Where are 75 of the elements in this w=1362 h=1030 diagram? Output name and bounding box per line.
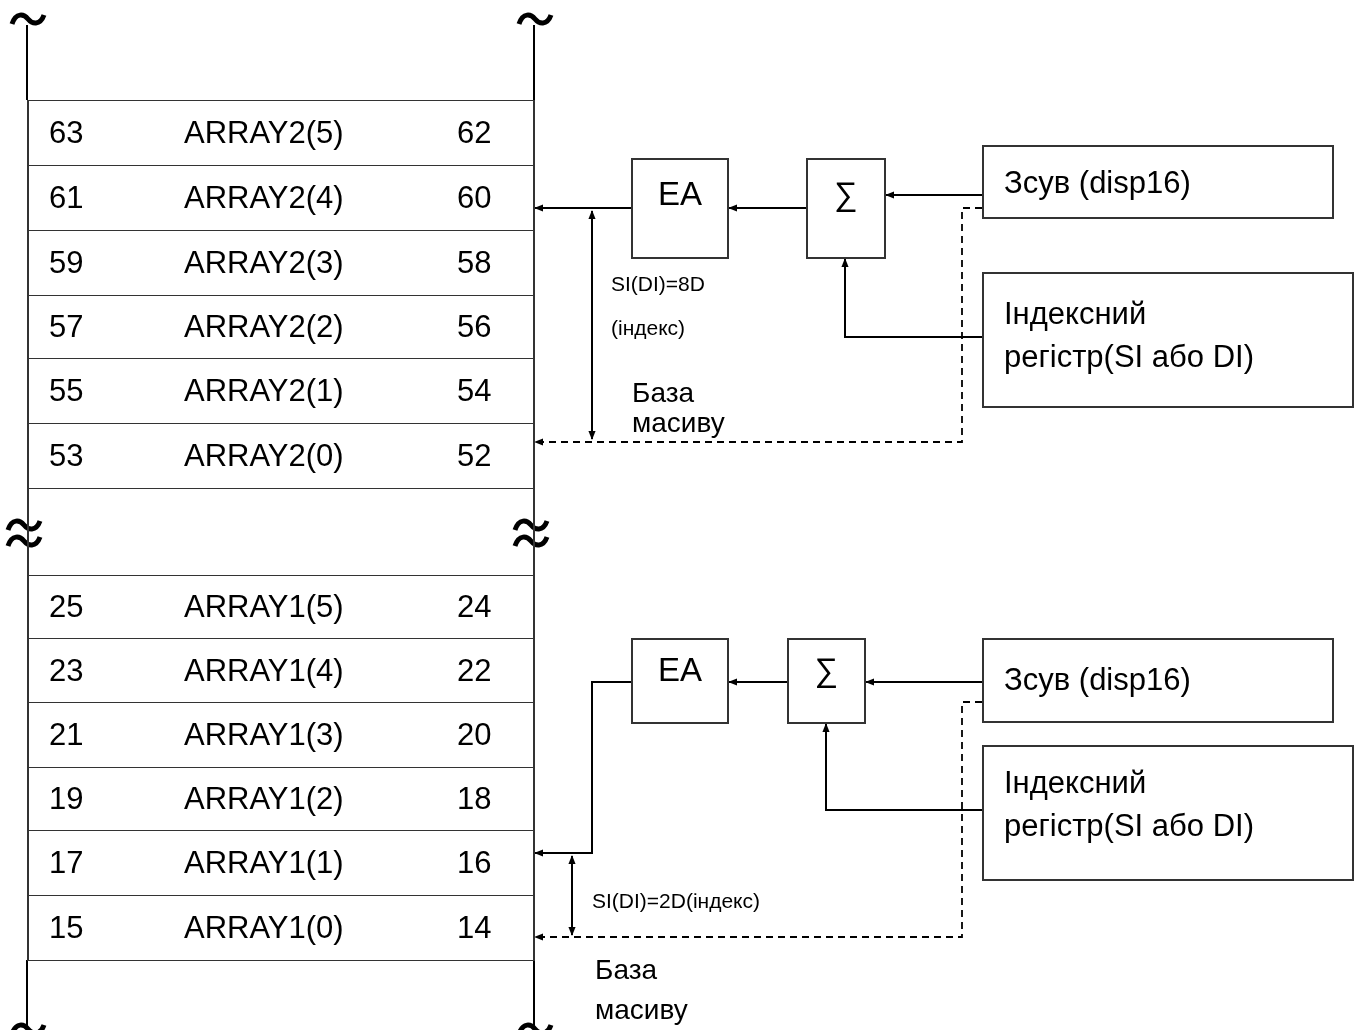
array-element-label: ARRAY1(1) — [184, 845, 344, 881]
block-label: EA — [657, 174, 703, 214]
address-number: 62 — [457, 115, 492, 151]
arrow — [841, 258, 983, 338]
memory-cell-row — [27, 575, 535, 639]
memory-cell-row — [27, 295, 535, 359]
address-number: 16 — [457, 845, 492, 881]
address-box — [631, 158, 729, 259]
block-label: EA — [657, 650, 703, 690]
register-label: Зсув (disp16) — [1004, 661, 1192, 699]
memory-cell-box — [27, 488, 535, 576]
address-number: 23 — [49, 653, 84, 688]
arrow — [728, 204, 807, 212]
memory-cell-row — [27, 423, 535, 489]
arrow — [534, 204, 632, 212]
address-number: 19 — [49, 781, 84, 817]
adder-box — [806, 158, 886, 259]
memory-cell-row — [27, 100, 535, 166]
dashed-arrow — [534, 207, 983, 446]
address-number: 52 — [457, 438, 492, 474]
address-number: 17 — [49, 845, 84, 881]
memory-cell-row — [27, 702, 535, 768]
memory-cell-row — [27, 895, 535, 961]
array-element-label: ARRAY1(4) — [184, 653, 344, 688]
address-number: 55 — [49, 373, 84, 409]
address-number: 22 — [457, 653, 492, 688]
array-element-label: ARRAY1(3) — [184, 717, 344, 753]
dashed-arrow — [534, 701, 983, 941]
arrow — [728, 678, 788, 686]
arrow — [822, 723, 983, 811]
address-number: 59 — [49, 245, 84, 281]
adder-box — [787, 638, 866, 724]
register-label: Індексний регістр(SI або DI) — [1004, 764, 1255, 845]
arrow — [885, 191, 983, 199]
register-label: Індексний регістр(SI або DI) — [1004, 295, 1255, 376]
arrow — [534, 681, 632, 857]
address-number: 14 — [457, 910, 492, 946]
array-element-label: ARRAY2(5) — [184, 115, 344, 151]
memory-cell-row — [27, 165, 535, 231]
block-label: ∑ — [813, 650, 840, 690]
address-number: 53 — [49, 438, 84, 474]
address-number: 54 — [457, 373, 492, 409]
memory-cell-row — [27, 767, 535, 831]
address-number: 18 — [457, 781, 492, 817]
address-number: 21 — [49, 717, 84, 753]
address-number: 58 — [457, 245, 492, 281]
address-number: 57 — [49, 309, 84, 345]
address-number: 63 — [49, 115, 84, 151]
register-label: Зсув (disp16) — [1004, 164, 1192, 202]
array-element-label: ARRAY1(2) — [184, 781, 344, 817]
address-box — [631, 638, 729, 724]
address-number: 60 — [457, 180, 492, 216]
array-element-label: ARRAY2(4) — [184, 180, 344, 216]
arrow — [865, 678, 983, 686]
memory-cell-row — [27, 358, 535, 424]
address-number: 24 — [457, 589, 492, 625]
memory-cell-row — [27, 830, 535, 896]
array-element-label: ARRAY2(2) — [184, 309, 344, 345]
memory-cell-row — [27, 638, 535, 703]
register-box — [982, 145, 1334, 219]
block-label: ∑ — [833, 174, 859, 214]
array-element-label: ARRAY2(1) — [184, 373, 344, 409]
register-box — [982, 745, 1354, 881]
array-element-label: ARRAY1(5) — [184, 589, 344, 625]
array-element-label: ARRAY2(0) — [184, 438, 344, 474]
memory-cell-row — [27, 230, 535, 296]
register-box — [982, 638, 1334, 723]
register-box — [982, 272, 1354, 408]
address-number: 25 — [49, 589, 84, 625]
address-number: 56 — [457, 309, 492, 345]
address-number: 61 — [49, 180, 84, 216]
array-element-label: ARRAY1(0) — [184, 910, 344, 946]
array-element-label: ARRAY2(3) — [184, 245, 344, 281]
address-number: 20 — [457, 717, 492, 753]
address-number: 15 — [49, 910, 84, 946]
